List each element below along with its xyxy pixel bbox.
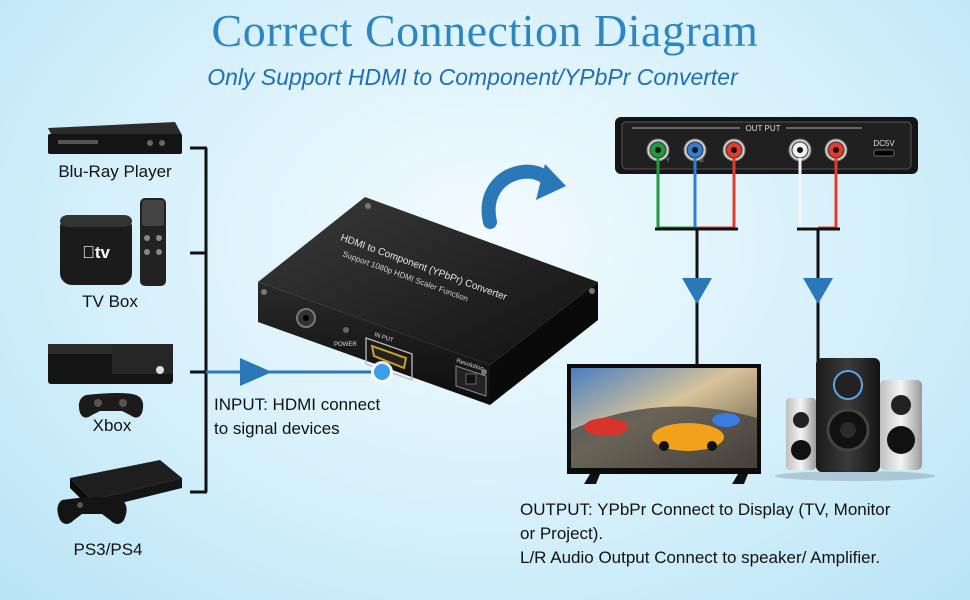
source-label-tv-box: TV Box <box>82 292 138 311</box>
cable-joins <box>655 227 840 368</box>
resolution-button-icon <box>465 373 477 385</box>
hdmi-connection-dot <box>371 361 393 383</box>
power-led-icon <box>343 327 349 333</box>
blu-ray-player-icon <box>48 122 182 154</box>
input-note: INPUT: HDMI connect to signal devices <box>214 393 380 441</box>
pr-jack-hole <box>731 147 737 153</box>
output-note-line1: OUTPUT: YPbPr Connect to Display (TV, Mo… <box>520 500 891 519</box>
output-note-line2: or Project). <box>520 524 604 543</box>
output-panel: OUT PUT DC5V Y b <box>615 117 918 174</box>
source-label-blu-ray: Blu-Ray Player <box>58 162 172 181</box>
output-panel-label: OUT PUT <box>746 124 781 133</box>
output-note-line3: L/R Audio Output Connect to speaker/ Amp… <box>520 548 881 567</box>
hdmi-input-port-icon <box>370 344 408 370</box>
speaker-system <box>775 358 935 481</box>
audio-l-jack-hole <box>797 147 803 153</box>
input-note-line2: to signal devices <box>214 419 340 438</box>
tv-box-icon: tv <box>60 198 166 286</box>
xbox-icon <box>48 344 173 418</box>
power-label: POWER <box>334 342 357 348</box>
curved-arrow-icon <box>481 164 566 229</box>
source-label-xbox: Xbox <box>92 416 132 435</box>
tv-display <box>567 364 761 484</box>
converter-box: HDMI to Component (YPbPr) Converter Supp… <box>258 197 598 405</box>
source-label-ps: PS3/PS4 <box>73 540 143 559</box>
hdmi-input-label: IN PUT <box>373 332 394 344</box>
ps3-icon <box>57 460 182 524</box>
output-note: OUTPUT: YPbPr Connect to Display (TV, Mo… <box>520 498 890 570</box>
diagram-title: Correct Connection Diagram <box>211 5 759 56</box>
source-bracket <box>190 146 208 494</box>
dc-label: DC5V <box>873 139 895 148</box>
audio-r-jack-hole <box>833 147 839 153</box>
pb-jack-hole <box>692 147 698 153</box>
y-jack-hole <box>655 147 661 153</box>
dc-port-icon <box>873 149 895 157</box>
y-mark: Y <box>666 158 670 164</box>
diagram-subtitle: Only Support HDMI to Component/YPbPr Con… <box>207 64 738 90</box>
input-note-line1: INPUT: HDMI connect <box>214 395 381 414</box>
output-arrows <box>682 278 833 304</box>
b-mark: b <box>700 158 704 164</box>
apple-tv-logo: tv <box>82 243 110 262</box>
input-arrow <box>206 358 380 386</box>
